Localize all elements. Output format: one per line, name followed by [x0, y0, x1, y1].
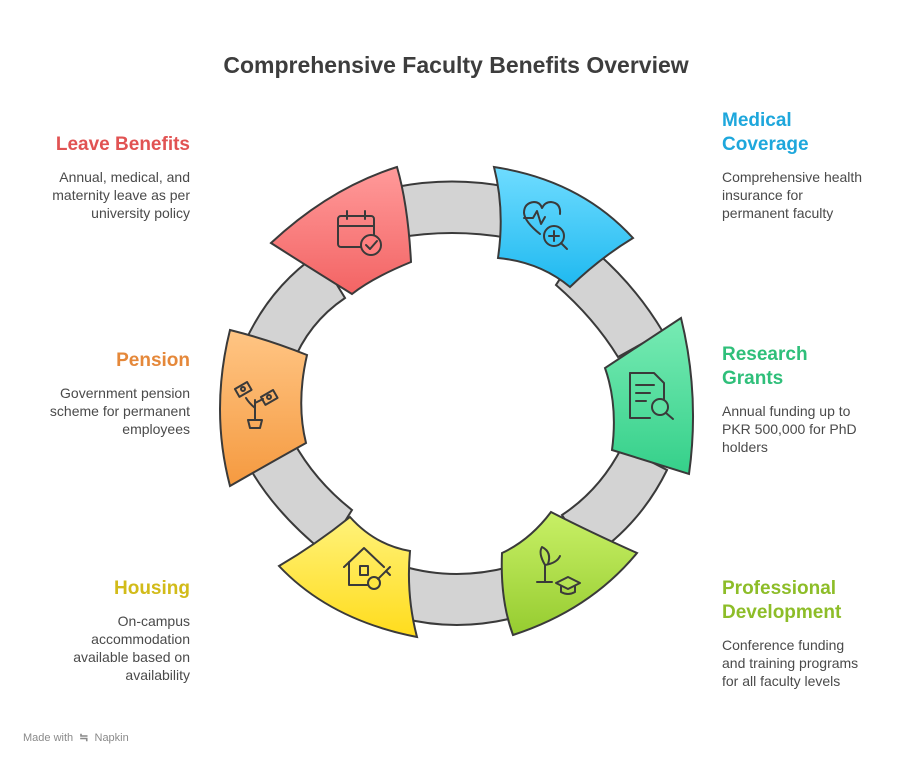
segment-leave[interactable]: [269, 165, 413, 296]
brand-text: Napkin: [94, 732, 129, 744]
connector-leave-medical: [395, 180, 509, 240]
calendar-check-icon: [337, 210, 382, 256]
document-search-icon: [629, 372, 674, 420]
made-with-text: Made with: [23, 732, 74, 744]
segment-pension[interactable]: [219, 328, 309, 488]
label-research-grants: Research Grants Annual funding up to PKR…: [722, 343, 897, 456]
connector-professional-housing: [401, 564, 514, 626]
professional-development-heading: Professional Development: [722, 578, 842, 623]
segment-research[interactable]: [603, 316, 695, 476]
label-pension: Pension Government pension scheme for pe…: [15, 349, 190, 438]
research-grants-heading: Research Grants: [722, 344, 808, 389]
pension-description: Government pension scheme for permanent …: [49, 385, 190, 437]
housing-description: On-campus accommodation available based …: [73, 613, 190, 683]
leave-benefits-description: Annual, medical, and maternity leave as …: [52, 169, 190, 221]
medical-coverage-heading: Medical Coverage: [722, 110, 809, 155]
label-leave-benefits: Leave Benefits Annual, medical, and mate…: [15, 133, 190, 222]
segment-housing[interactable]: [277, 515, 419, 639]
research-grants-description: Annual funding up to PKR 500,000 for PhD…: [722, 403, 857, 455]
pension-heading: Pension: [116, 350, 190, 371]
napkin-logo-icon: ≒: [79, 732, 89, 744]
footer-attribution: Made with ≒ Napkin: [23, 731, 129, 744]
money-plant-icon: [233, 381, 279, 429]
medical-coverage-description: Comprehensive health insurance for perma…: [722, 169, 863, 221]
leave-benefits-heading: Leave Benefits: [55, 134, 190, 155]
segment-professional[interactable]: [500, 510, 639, 637]
house-key-icon: [343, 547, 391, 590]
label-housing: Housing On-campus accommodation availabl…: [15, 577, 190, 684]
plant-graduation-cap-icon: [536, 546, 581, 595]
label-medical-coverage: Medical Coverage Comprehensive health in…: [722, 109, 897, 222]
heart-medical-icon: [523, 201, 568, 250]
label-professional-development: Professional Development Conference fund…: [722, 577, 897, 690]
housing-heading: Housing: [114, 578, 190, 599]
professional-development-description: Conference funding and training programs…: [722, 637, 859, 689]
page-title: Comprehensive Faculty Benefits Overview: [223, 52, 689, 78]
segment-medical[interactable]: [492, 165, 635, 289]
